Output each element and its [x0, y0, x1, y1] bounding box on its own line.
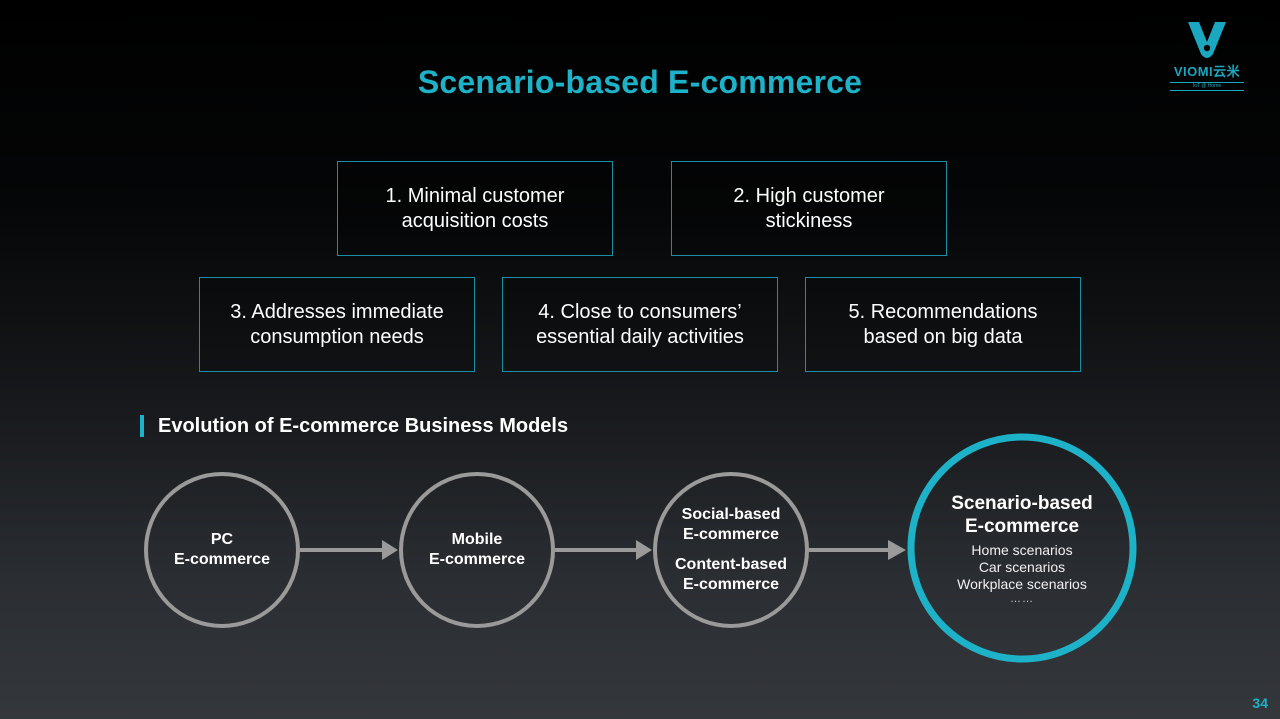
stage-pc-label: PC E-commerce	[173, 531, 271, 568]
stage-scenario-label: Scenario-based E-commerce	[951, 492, 1093, 537]
feature-box-2: 2. High customer stickiness	[671, 161, 947, 256]
arrow-2	[555, 540, 652, 560]
stage-scenario: Scenario-based E-commerce Home scenarios…	[915, 441, 1129, 655]
stage-mobile: Mobile E-commerce	[401, 474, 553, 626]
section-heading-text: Evolution of E-commerce Business Models	[158, 414, 569, 437]
feature-box-1: 1. Minimal customer acquisition costs	[337, 161, 613, 256]
stage-pc: PC E-commerce	[146, 474, 298, 626]
viomi-v-icon	[1188, 22, 1226, 58]
stage-social-label: Social-based E-commerce	[681, 506, 781, 543]
logo-name: VIOMI云米	[1173, 64, 1241, 79]
page-number: 34	[1252, 695, 1268, 711]
scenario-ellipsis: ……	[1010, 592, 1034, 605]
logo-tagline: IoT @ Home	[1170, 82, 1244, 91]
arrow-1	[300, 540, 398, 560]
arrow-3	[809, 540, 906, 560]
feature-box-3: 3. Addresses immediate consumption needs	[199, 277, 475, 372]
scenario-item-car: Car scenarios	[978, 558, 1066, 575]
stage-mobile-label: Mobile E-commerce	[428, 531, 526, 568]
scenario-item-home: Home scenarios	[971, 541, 1073, 558]
section-heading: Evolution of E-commerce Business Models	[140, 414, 568, 438]
stage-content-label: Content-based E-commerce	[675, 556, 787, 593]
stage-social-content: Social-based E-commerce Content-based E-…	[655, 474, 807, 626]
page-title: Scenario-based E-commerce	[417, 64, 863, 100]
viomi-logo: VIOMI云米 IoT @ Home	[1166, 20, 1248, 91]
scenario-item-workplace: Workplace scenarios	[957, 575, 1087, 592]
section-accent-bar	[140, 415, 144, 437]
feature-box-5: 5. Recommendations based on big data	[805, 277, 1081, 372]
feature-box-4: 4. Close to consumers’ essential daily a…	[502, 277, 778, 372]
